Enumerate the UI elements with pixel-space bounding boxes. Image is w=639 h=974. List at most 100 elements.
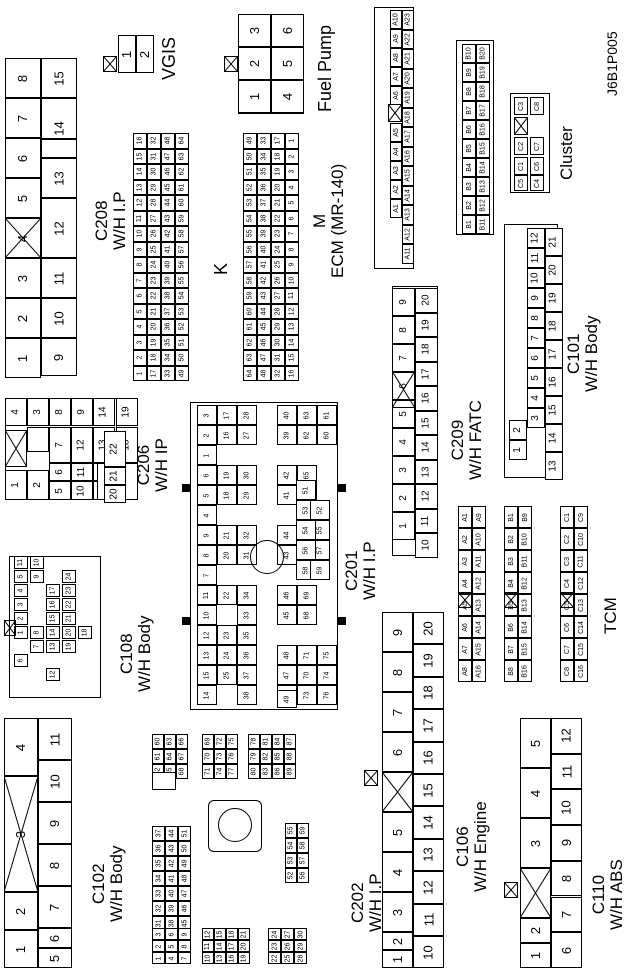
c201-pin: 40 — [277, 405, 297, 425]
pin-label: 58 — [178, 229, 186, 238]
pin-label: 20 — [65, 628, 73, 637]
ecm-a-pin: A14 — [402, 185, 414, 205]
c206-pin: 10 — [71, 481, 93, 500]
pin-label: C14 — [577, 620, 585, 634]
c202-body-pin: 56 — [297, 868, 309, 883]
c202-body-pin: 17 — [226, 940, 238, 952]
c106-pin: 5 — [382, 812, 413, 852]
ecm-b-pin: B5 — [462, 139, 476, 158]
m-pin: 32 — [271, 365, 285, 381]
pin-label: 5 — [47, 954, 63, 962]
pin-label: 8 — [558, 875, 574, 883]
k-pin: 32 — [147, 133, 161, 149]
c201-pin: 7 — [197, 565, 217, 585]
k-pin: 14 — [133, 164, 147, 180]
m-pin: 12 — [285, 303, 299, 319]
pin-label: B6 — [465, 125, 473, 134]
pin-label: 53 — [287, 856, 295, 865]
k-pin: 51 — [175, 334, 189, 350]
pin-label: 7 — [288, 231, 296, 236]
c106-caption-line-1: C106 — [453, 826, 472, 867]
pin-label: C8 — [533, 101, 541, 111]
pin-label: 14 — [421, 815, 436, 830]
k-pin: 37 — [161, 303, 175, 319]
pin-label: 74 — [216, 767, 224, 776]
pin-label: 10 — [76, 484, 87, 497]
pin-label: 73 — [303, 691, 311, 699]
pin-label: 57 — [299, 856, 307, 865]
c101-pin: 20 — [545, 256, 563, 284]
pin-label: 56 — [302, 546, 310, 554]
tcm-pin: A16 — [472, 660, 486, 682]
pin-label: 38 — [260, 214, 268, 223]
c101-caption-line-1: C101 — [564, 333, 583, 375]
pin-label: 3 — [288, 169, 296, 174]
m-pin: 22 — [271, 210, 285, 226]
k-pin: 46 — [161, 164, 175, 180]
c202-body-pin: 10 — [202, 952, 214, 964]
pin-label: 1 — [203, 453, 211, 457]
pin-label: 15 — [216, 930, 224, 938]
c102-pin: 10 — [38, 760, 72, 802]
c110-pin: 4 — [520, 768, 551, 818]
pin-label: 2 — [527, 926, 543, 935]
pin-label: 48 — [164, 136, 172, 145]
m-pin: 19 — [271, 164, 285, 180]
c201-pin: 30 — [237, 465, 257, 485]
ecm-a-pin: A1 — [390, 199, 402, 218]
c106-pin: 15 — [413, 774, 444, 807]
k-pin: 41 — [161, 241, 175, 257]
pin-label: 53 — [178, 307, 186, 316]
pin-label: 70 — [303, 671, 311, 679]
pin-label: 57 — [178, 245, 186, 254]
pin-label: A16 — [404, 150, 412, 163]
c102-pin: 7 — [38, 886, 72, 928]
pin-label: 42 — [164, 229, 172, 238]
pin-label: 5 — [203, 493, 211, 497]
c202-body-pin: 77 — [226, 764, 238, 779]
pin-label: 49 — [178, 369, 186, 378]
pin-label: 84 — [274, 737, 282, 746]
cluster-pin: C7 — [530, 137, 544, 155]
c106-pin: 19 — [413, 644, 444, 677]
c201-pin: 42 — [277, 465, 297, 485]
pin-label: 4 — [527, 789, 543, 797]
c101-pin: 3 — [527, 408, 545, 428]
pin-label: 61 — [154, 752, 162, 761]
c202-body-pin: 71 — [202, 764, 214, 779]
pin-label: A3 — [392, 166, 400, 175]
m-pin: 41 — [257, 257, 271, 273]
pin-label: C6 — [563, 622, 571, 632]
c206-pin: 19 — [116, 398, 138, 426]
tcm-pin: A11 — [472, 550, 486, 572]
c208-pin: 14 — [41, 98, 77, 158]
c202-body-pin: 34 — [152, 871, 165, 886]
pin-label: 58 — [302, 566, 310, 574]
c102-latch — [4, 776, 38, 892]
pin-label: 41 — [167, 874, 175, 883]
ecm-b-pin: B4 — [462, 158, 476, 177]
pin-label: 1 — [288, 138, 296, 143]
c201-pin: 1 — [197, 445, 217, 465]
k-pin: 47 — [161, 148, 175, 164]
k-pin: 10 — [133, 226, 147, 242]
c202-body-pin: 23 — [268, 940, 281, 952]
pin-label: 63 — [166, 737, 174, 746]
pin-label: 2 — [15, 314, 31, 322]
c202-body-pin: 54 — [285, 838, 297, 853]
fuel-pump-pin: 4 — [271, 80, 304, 113]
c108-pin: 4 — [14, 584, 28, 597]
c108-caption-line-2: W/H Body — [134, 615, 154, 692]
pin-label: 1 — [119, 50, 135, 58]
pin-label: A21 — [404, 52, 412, 65]
pin-label: C10 — [577, 532, 585, 546]
c106-pin: 8 — [382, 652, 413, 692]
pin-label: B9 — [465, 68, 473, 77]
pin-label: 13 — [216, 954, 224, 962]
pin-label: 19 — [548, 292, 559, 304]
c201-pin: 68 — [297, 605, 317, 625]
tcm-pin: C13 — [574, 594, 588, 616]
pin-label: 29 — [274, 322, 282, 331]
pin-label: 9 — [136, 247, 144, 252]
pin-label: 8 — [530, 315, 541, 321]
